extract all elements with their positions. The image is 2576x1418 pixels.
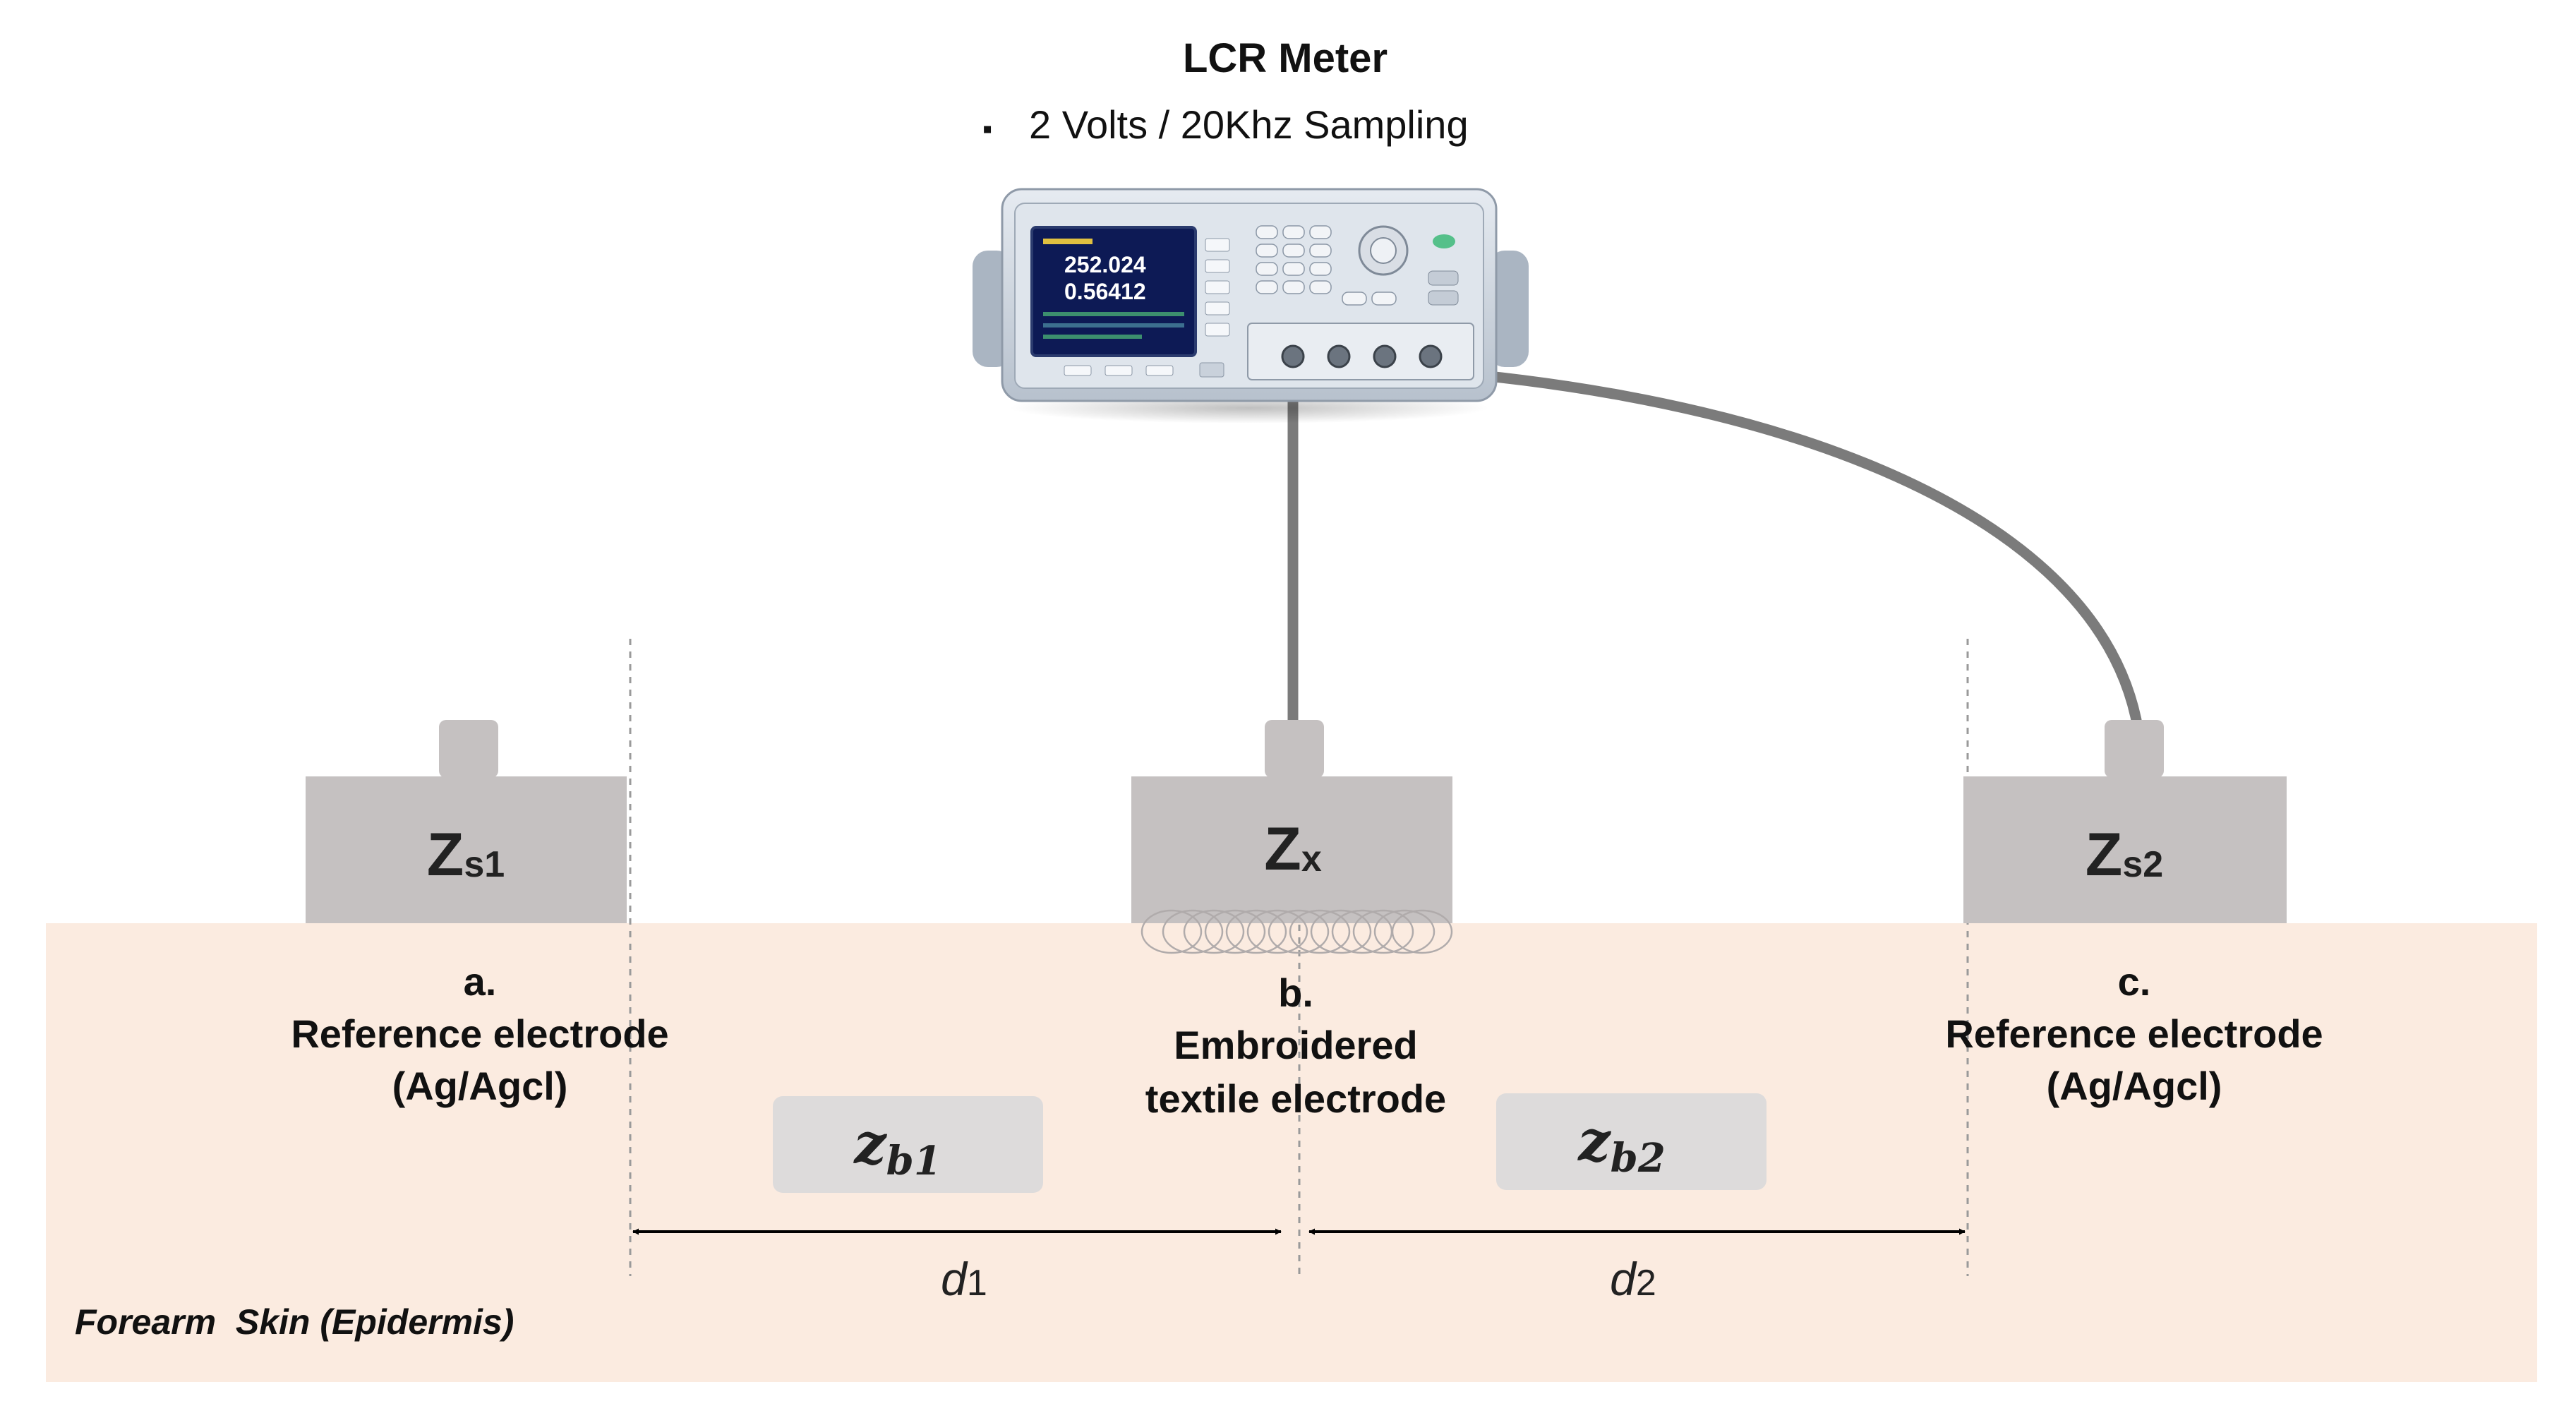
electrode-c-line1: Reference electrode bbox=[1945, 1011, 2323, 1056]
forearm-skin-region bbox=[46, 923, 2537, 1382]
electrode-a-line2: (Ag/Agcl) bbox=[392, 1064, 568, 1108]
electrode-zx-main: Z bbox=[1264, 815, 1301, 883]
zb1-sub: b1 bbox=[886, 1138, 941, 1184]
electrode-zs1 bbox=[306, 776, 627, 923]
electrode-zs2-main: Z bbox=[2086, 821, 2123, 889]
electrode-zs1-connector bbox=[439, 720, 498, 778]
meter-primary-reading: 252.024 bbox=[1064, 252, 1146, 277]
d1-main: d bbox=[941, 1253, 968, 1305]
terminal-hcur bbox=[1419, 344, 1443, 368]
meter-secondary-reading: 0.56412 bbox=[1064, 279, 1146, 304]
electrode-zx-connector bbox=[1265, 720, 1324, 778]
terminal-lcur bbox=[1281, 344, 1305, 368]
distance-d1-label: d1 bbox=[941, 1253, 987, 1305]
spec-bullet: ▪ bbox=[982, 114, 992, 145]
body-impedance-zb1: zb1 bbox=[853, 1110, 941, 1184]
body-impedance-zb2-box bbox=[1496, 1093, 1767, 1190]
electrode-zs1-main: Z bbox=[427, 821, 464, 889]
electrode-b-line2: textile electrode bbox=[1145, 1076, 1446, 1121]
electrode-zx-label: Zx bbox=[1264, 815, 1322, 883]
electrode-zs2-label: Zs2 bbox=[2086, 821, 2163, 889]
electrode-a-line1: Reference electrode bbox=[291, 1011, 668, 1056]
electrode-zs1-label: Zs1 bbox=[427, 821, 505, 889]
cable-to-reference-electrode-c bbox=[1339, 360, 2142, 726]
electrode-zs2-connector bbox=[2105, 720, 2164, 778]
electrode-c-letter: c. bbox=[2118, 959, 2151, 1004]
d2-main: d bbox=[1610, 1253, 1637, 1305]
electrode-zs2-sub: s2 bbox=[2122, 844, 2163, 885]
electrode-zs1-sub: s1 bbox=[464, 844, 505, 885]
zb2-main: z bbox=[1577, 1107, 1611, 1174]
d2-sub: 2 bbox=[1636, 1263, 1656, 1304]
terminal-lpot bbox=[1327, 344, 1351, 368]
zb2-sub: b2 bbox=[1611, 1135, 1666, 1182]
distance-d2-label: d2 bbox=[1610, 1253, 1656, 1305]
body-impedance-zb2: zb2 bbox=[1577, 1107, 1666, 1182]
meter-spec: 2 Volts / 20Khz Sampling bbox=[1029, 102, 1469, 147]
zb1-main: z bbox=[853, 1110, 887, 1177]
body-impedance-zb1-box bbox=[773, 1096, 1043, 1193]
electrode-zx bbox=[1131, 776, 1452, 923]
terminal-hpot bbox=[1373, 344, 1397, 368]
embroidered-stitch-pattern bbox=[1140, 909, 1453, 954]
electrode-b-letter: b. bbox=[1278, 971, 1313, 1015]
electrode-zs2 bbox=[1963, 776, 2287, 923]
skin-layer-label: Forearm Skin (Epidermis) bbox=[75, 1302, 514, 1342]
electrode-c-line2: (Ag/Agcl) bbox=[2047, 1064, 2222, 1108]
d1-sub: 1 bbox=[967, 1263, 987, 1304]
electrode-zx-sub: x bbox=[1301, 839, 1322, 879]
electrode-a-letter: a. bbox=[464, 959, 497, 1004]
lcr-meter-device: 252.024 0.56412 bbox=[973, 188, 1529, 423]
electrode-b-line1: Embroidered bbox=[1174, 1023, 1417, 1067]
meter-title: LCR Meter bbox=[1183, 35, 1388, 81]
